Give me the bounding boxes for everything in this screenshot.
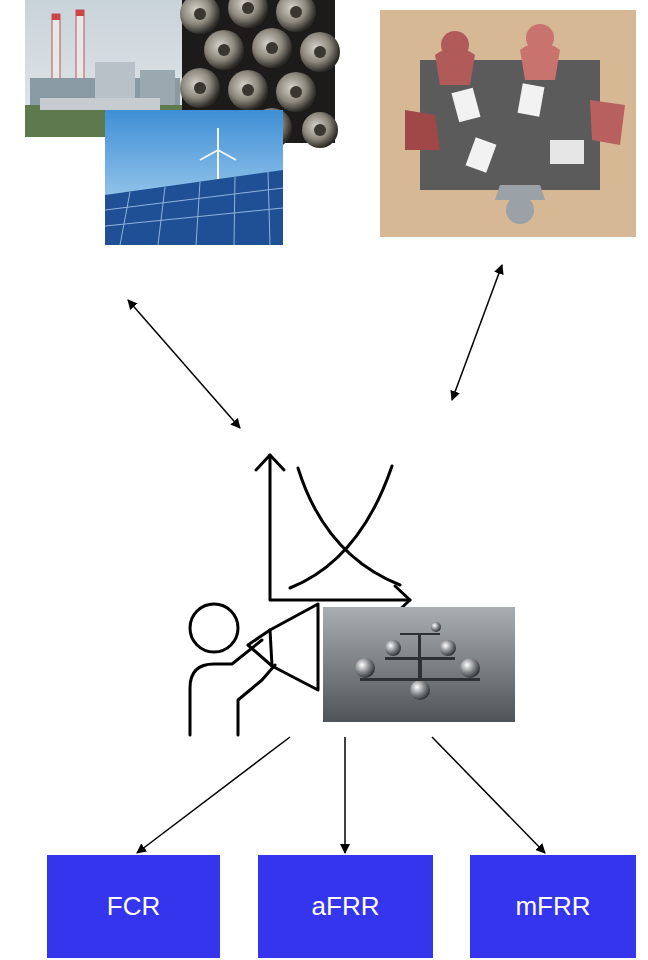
supply-demand-icon [256,455,410,614]
megaphone-person-icon [190,604,318,735]
double-arrow [452,265,502,400]
service-box: aFRR [258,855,433,958]
arrow [344,737,346,853]
service-box: mFRR [470,855,636,958]
arrow [137,737,290,853]
service-box: FCR [47,855,220,958]
double-arrow [128,300,240,428]
balance-photo [323,607,515,722]
wind-solar-photo [105,110,283,245]
box-label: FCR [107,891,160,922]
meeting-illustration [380,10,636,237]
box-label: mFRR [515,891,590,922]
box-label: aFRR [312,891,380,922]
arrow [432,737,545,853]
